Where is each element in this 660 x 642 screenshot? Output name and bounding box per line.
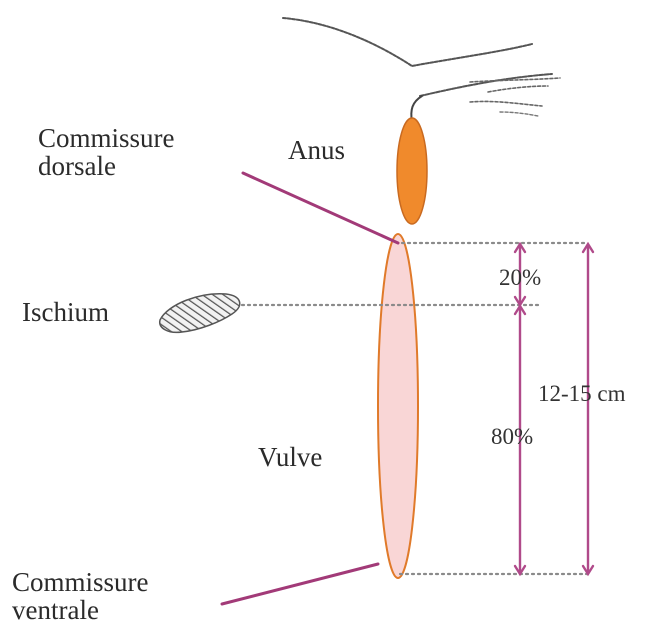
leader-commissure-dorsale — [243, 173, 398, 243]
tail-hair-3 — [488, 86, 548, 92]
label-vulve: Vulve — [258, 443, 322, 471]
label-80-percent: 80% — [491, 425, 533, 449]
tail-hair-4 — [470, 101, 542, 106]
back-outline — [283, 18, 532, 66]
label-commissure-dorsale: Commissure dorsale — [38, 124, 175, 181]
ischium-shape — [160, 294, 240, 333]
tail-hair-5 — [500, 112, 538, 116]
label-commissure-ventrale: Commissure ventrale — [12, 568, 149, 625]
measurement-arrows — [515, 244, 593, 574]
label-20-percent: 20% — [499, 266, 541, 290]
leader-commissure-ventrale — [222, 564, 378, 604]
tail-hair-strokes — [283, 18, 560, 122]
tail-hair-1 — [420, 74, 552, 96]
vulva-shape — [378, 234, 418, 578]
label-anus: Anus — [288, 136, 345, 164]
anus-shape — [397, 118, 427, 224]
leader-lines — [222, 173, 398, 604]
label-total-length: 12-15 cm — [538, 382, 626, 406]
label-ischium: Ischium — [22, 298, 109, 326]
